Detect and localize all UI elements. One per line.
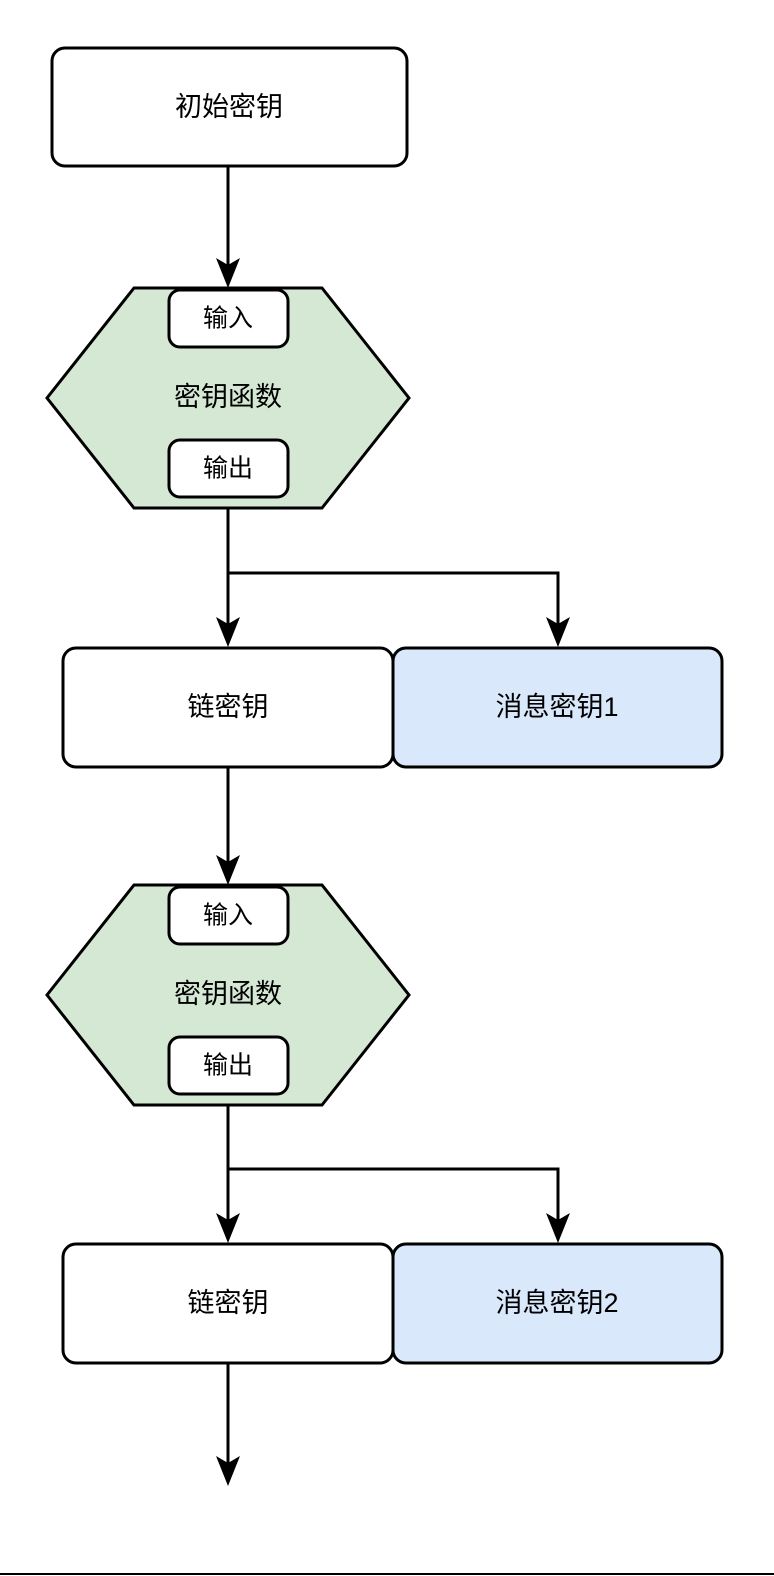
kdf-1-input-label: 输入 (203, 305, 253, 333)
node-message-key-1[interactable]: 消息密钥1 (391, 646, 724, 769)
node-kdf-1[interactable]: 密钥函数 输入 输出 (45, 286, 411, 510)
arrowhead-icon (216, 855, 240, 885)
kdf-2-output-shape[interactable] (167, 1035, 290, 1096)
node-message-key-2[interactable]: 消息密钥2 (391, 1242, 724, 1365)
node-kdf-2[interactable]: 密钥函数 输入 输出 (45, 883, 411, 1107)
message-key-1-shape[interactable] (391, 646, 724, 769)
kdf-1-input-port[interactable]: 输入 (167, 288, 290, 349)
kdf-1-output-label: 输出 (203, 455, 253, 483)
kdf-1-output-port[interactable]: 输出 (167, 438, 290, 499)
arrowhead-icon (216, 1456, 240, 1486)
node-chain-key-2[interactable]: 链密钥 (61, 1242, 395, 1365)
arrowhead-icon (216, 617, 240, 647)
message-key-1-label: 消息密钥1 (495, 692, 618, 722)
arrowhead-icon (546, 1213, 570, 1243)
kdf-2-input-port[interactable]: 输入 (167, 885, 290, 946)
message-key-2-shape[interactable] (391, 1242, 724, 1365)
kdf-2-input-label: 输入 (203, 902, 253, 930)
kdf-1-label: 密钥函数 (174, 382, 282, 412)
arrowhead-icon (546, 617, 570, 647)
root-key-label: 初始密钥 (175, 92, 283, 122)
edge-kdf-1-branch (216, 509, 570, 647)
kdf-1-shape[interactable] (45, 286, 411, 510)
chain-key-2-label: 链密钥 (188, 1288, 269, 1318)
arrowhead-icon (216, 258, 240, 288)
kdf-2-label: 密钥函数 (174, 979, 282, 1009)
node-chain-key-1[interactable]: 链密钥 (61, 646, 395, 769)
kdf-2-input-shape[interactable] (167, 885, 290, 946)
node-root-key[interactable]: 初始密钥 (50, 46, 409, 168)
chain-key-1-label: 链密钥 (188, 692, 269, 722)
edge-root-key-to-kdf-1 (216, 166, 240, 288)
kdf-1-output-shape[interactable] (167, 438, 290, 499)
edge-chain-key-2-continuation (216, 1360, 240, 1486)
kdf-2-output-label: 输出 (203, 1052, 253, 1080)
edge-kdf-2-branch (216, 1106, 570, 1243)
kdf-2-shape[interactable] (45, 883, 411, 1107)
message-key-2-label: 消息密钥2 (495, 1288, 618, 1318)
kdf-1-input-shape[interactable] (167, 288, 290, 349)
root-key-shape[interactable] (50, 46, 409, 168)
edge-chain-key-1-to-kdf-2 (216, 768, 240, 885)
kdf-2-output-port[interactable]: 输出 (167, 1035, 290, 1096)
arrowhead-icon (216, 1213, 240, 1243)
